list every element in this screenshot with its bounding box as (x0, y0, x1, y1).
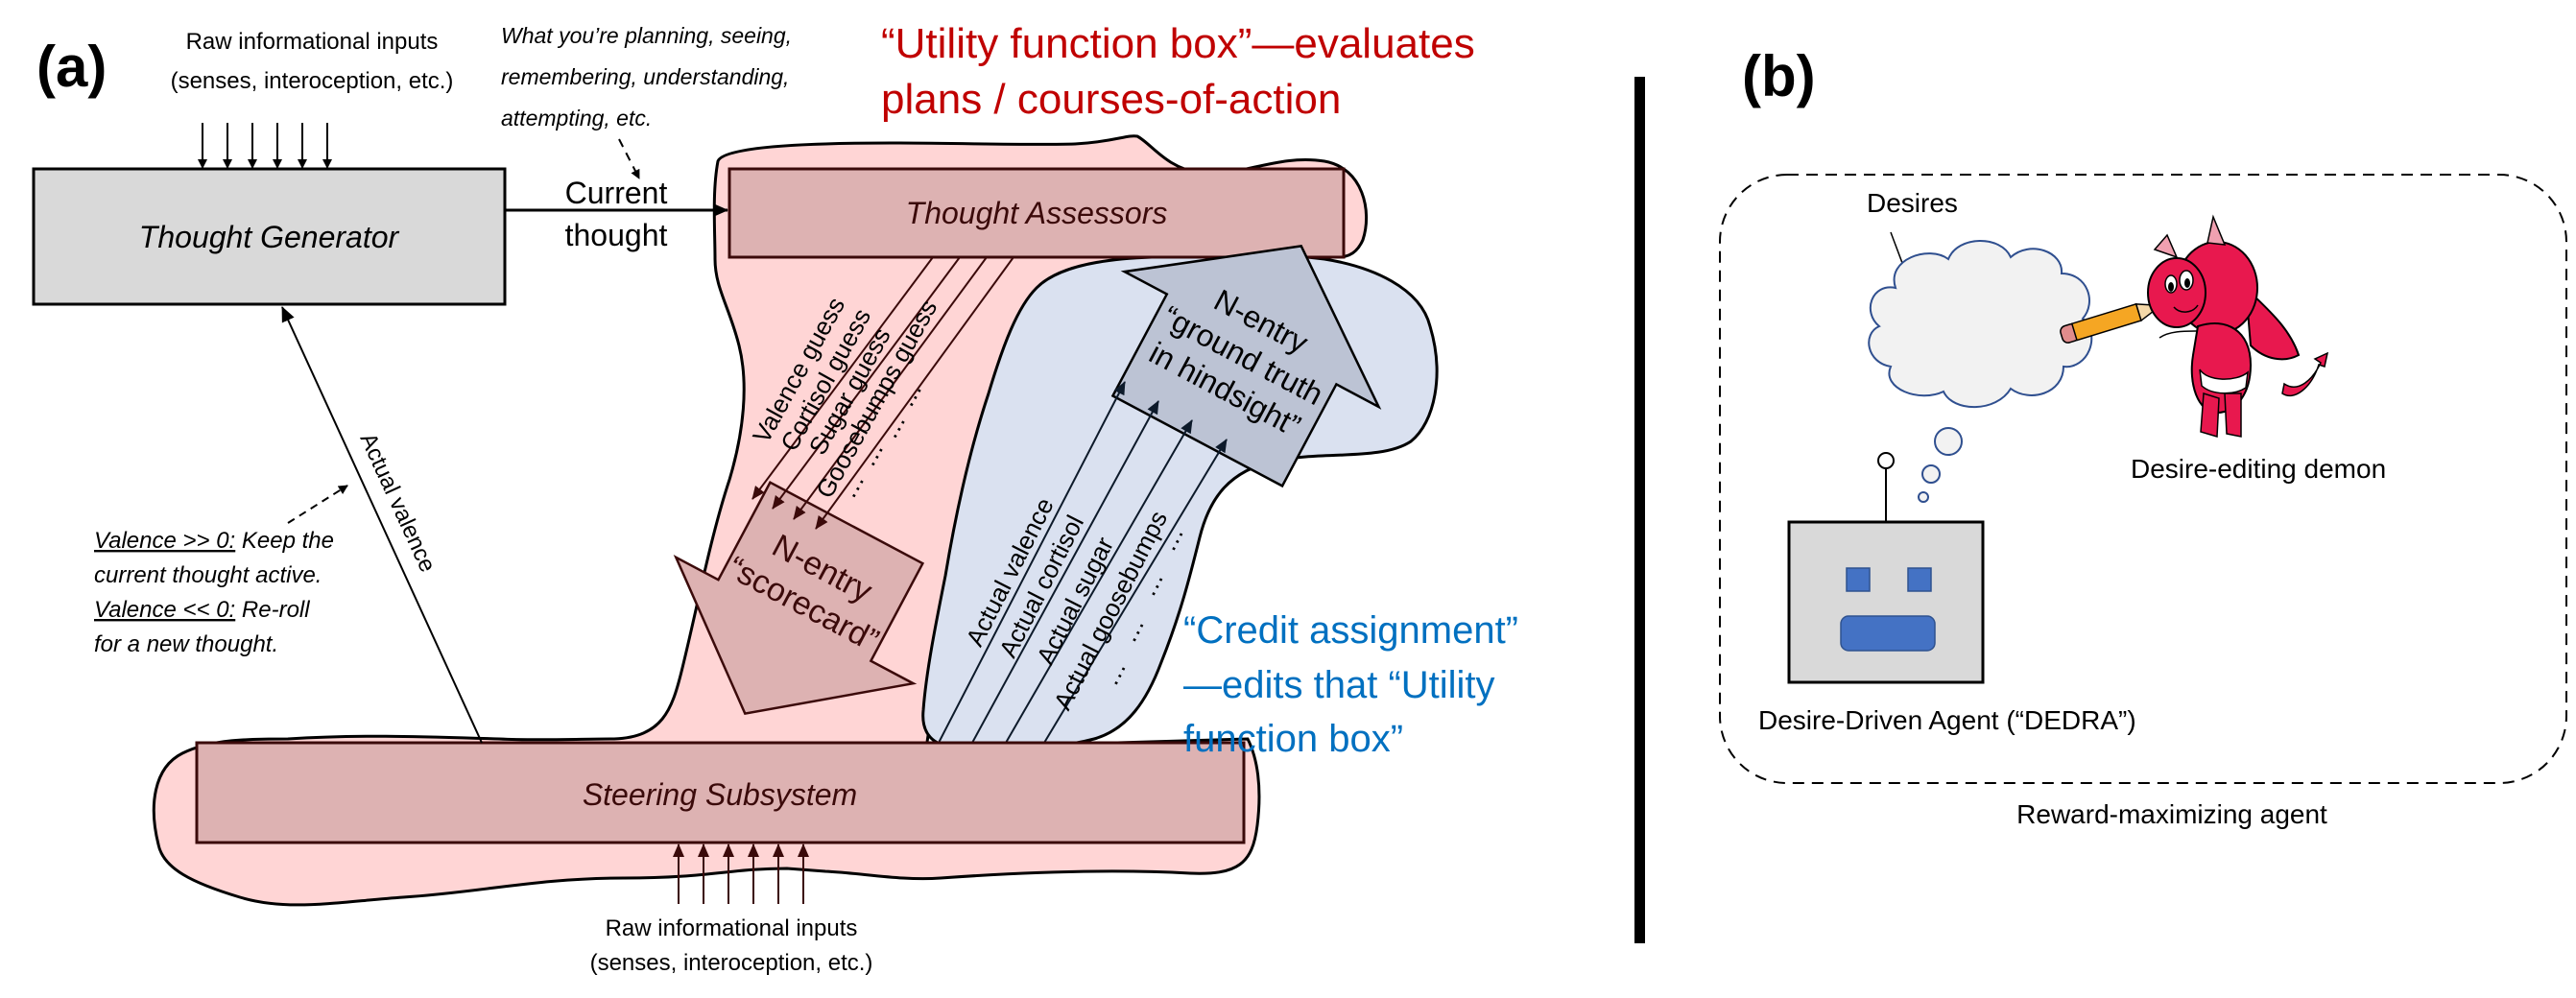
reward-maximizing-agent-label: Reward-maximizing agent (2016, 799, 2327, 829)
valence-note-line4: for a new thought. (94, 631, 278, 657)
ground-truth-arrow (1110, 245, 1382, 488)
credit-assignment-line3: function box” (1183, 718, 1403, 760)
current-thought-note-line1: What you’re planning, seeing, (501, 23, 792, 48)
panel-a-label: (a) (36, 35, 107, 99)
robot-antenna-tip (1877, 452, 1895, 469)
actual-arrow (971, 400, 1159, 744)
desires-thought-cloud (1868, 240, 2093, 503)
current-thought-note-line3: attempting, etc. (501, 106, 652, 131)
valence-note-line1: Valence >> 0: Keep the (94, 528, 334, 554)
steering-subsystem-label: Steering Subsystem (583, 777, 857, 812)
actual-valence-label: Actual valence (355, 429, 441, 576)
thought-assessors-box (727, 167, 1346, 259)
reward-maximizing-agent-boundary (1719, 174, 2567, 784)
robot-left-eye (1846, 567, 1871, 592)
valence-note-dashed-arrow (287, 485, 348, 524)
actual-arrow (1043, 439, 1228, 744)
demon-icon (2147, 214, 2329, 438)
actual-arrow (1005, 419, 1193, 744)
current-thought-note-line2: remembering, understanding, (501, 64, 789, 89)
valence-high-key: Valence >> 0: (94, 528, 235, 554)
steering-subsystem-box (195, 741, 1246, 844)
bottom-inputs-line2: (senses, interoception, etc.) (590, 950, 873, 976)
thought-generator-label: Thought Generator (139, 220, 400, 254)
guess-arrow (793, 256, 988, 520)
panel-divider (1634, 77, 1645, 943)
valence-low-key: Valence << 0: (94, 597, 235, 623)
utility-title-line1: “Utility function box”—evaluates (881, 20, 1475, 67)
thought-generator-box (32, 167, 507, 306)
credit-assignment-line1: “Credit assignment” (1183, 609, 1518, 652)
utility-title-line2: plans / courses-of-action (881, 76, 1341, 123)
robot-right-eye (1907, 567, 1932, 592)
robot-body (1787, 520, 1985, 684)
current-thought-line1: Current (565, 176, 668, 210)
bottom-input-arrows (673, 844, 809, 904)
thought-assessors-label: Thought Assessors (906, 196, 1168, 230)
bottom-inputs-line1: Raw informational inputs (606, 915, 858, 941)
note-dashed-arrow (618, 138, 640, 179)
top-inputs-line2: (senses, interoception, etc.) (171, 68, 454, 94)
actual-valence-arrow (281, 306, 483, 744)
desires-label: Desires (1867, 188, 1958, 218)
top-inputs-line1: Raw informational inputs (186, 29, 439, 55)
actual-arrow (938, 381, 1126, 744)
current-thought-line2: thought (565, 218, 668, 252)
agent-label: Desire-Driven Agent (“DEDRA”) (1758, 705, 2136, 735)
guess-arrow (751, 256, 934, 500)
scorecard-arrow (673, 481, 925, 716)
demon-label: Desire-editing demon (2131, 454, 2386, 484)
guess-arrow (772, 256, 961, 510)
panel-b-label: (b) (1742, 44, 1816, 108)
valence-note-line2: current thought active. (94, 562, 322, 588)
credit-assignment-line2: —edits that “Utility (1183, 664, 1495, 706)
guess-arrow (815, 256, 1014, 530)
valence-note-line3: Valence << 0: Re-roll (94, 597, 310, 623)
robot-agent (1787, 452, 1985, 684)
robot-mouth (1840, 615, 1936, 652)
valence-low-text: Re-roll (235, 597, 310, 623)
valence-high-text: Keep the (235, 528, 334, 554)
top-input-arrows (198, 123, 332, 169)
